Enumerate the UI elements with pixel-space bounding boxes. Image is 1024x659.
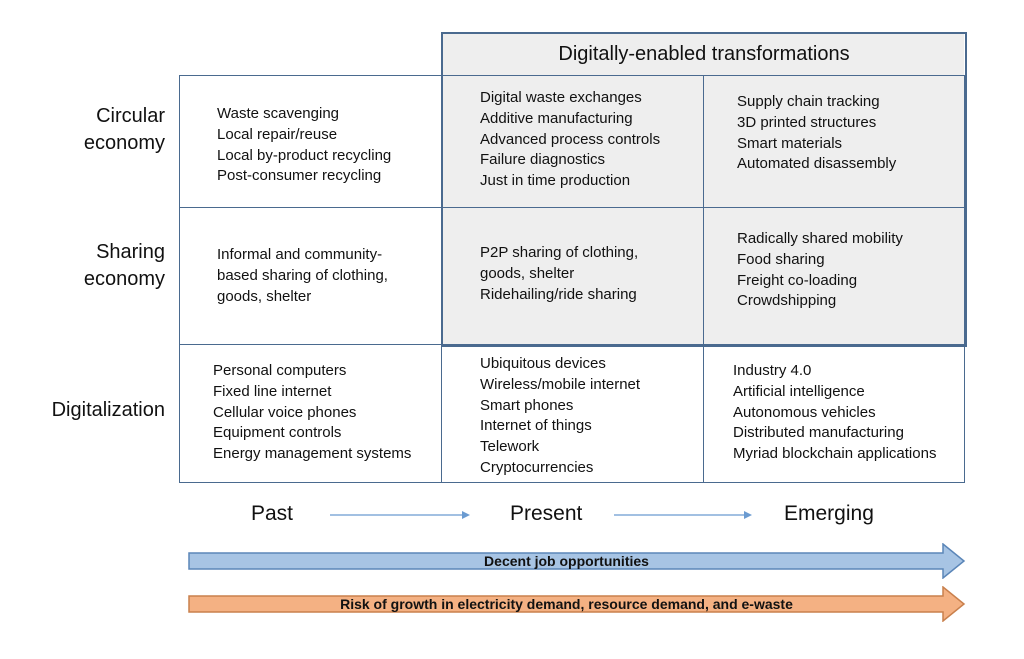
flow-arrow-icon [614,511,752,519]
grid-line [179,344,965,345]
grid-line [964,75,965,483]
list-item: Energy management systems [213,445,412,463]
timeline-past: Past [251,502,294,525]
grid-line [179,75,965,76]
list-item: Local by-product recycling [217,146,392,164]
list-item: Digital waste exchanges [480,89,642,106]
band-arrow-risk-growth [188,586,966,622]
list-item: Failure diagnostics [480,151,606,169]
cell-sharing-emerging: Radically shared mobility Food sharing F… [737,229,903,312]
cell-circular-emerging: Supply chain tracking 3D printed structu… [737,92,896,175]
cell-circular-present: Digital waste exchanges Additive manufac… [480,88,660,192]
band-arrow-decent-jobs [188,543,966,579]
list-item: Myriad blockchain applications [733,445,937,463]
list-item: Equipment controls [213,424,342,442]
digital-transformations-frame [441,32,967,347]
flow-arrow-icon [330,511,470,519]
list-item: Telework [480,438,540,456]
list-item: Supply chain tracking [737,93,880,110]
cell-digitalization-past: Personal computers Fixed line internet C… [213,361,411,465]
list-item: Advanced process controls [480,130,661,148]
list-item: Autonomous vehicles [733,403,876,421]
list-item: Informal and community- [217,246,383,263]
band-label-decent-jobs: Decent job opportunities [484,553,649,569]
row-label-line: Sharing [96,241,165,263]
timeline-present: Present [510,502,583,525]
row-label-line: economy [83,268,165,290]
cell-circular-past: Waste scavenging Local repair/reuse Loca… [217,104,391,187]
list-item: Crowdshipping [737,292,837,310]
grid-line [179,207,965,208]
row-label-digitalization: Digitalization [52,397,165,424]
list-item: Just in time production [480,172,631,190]
list-item: Local repair/reuse [217,125,338,143]
list-item: based sharing of clothing, [217,266,388,284]
header-title: Digitally-enabled transformations [558,42,850,65]
list-item: Cryptocurrencies [480,458,594,476]
list-item: P2P sharing of clothing, [480,244,639,261]
grid-line [179,75,180,483]
row-label-sharing-economy: Sharing economy [84,239,165,293]
list-item: Automated disassembly [737,155,897,173]
cell-digitalization-present: Ubiquitous devices Wireless/mobile inter… [480,354,640,479]
grid-line [179,482,965,483]
list-item: Smart phones [480,396,574,414]
list-item: Ubiquitous devices [480,355,606,372]
list-item: goods, shelter [217,287,312,305]
list-item: Waste scavenging [217,105,340,122]
timeline-emerging: Emerging [784,502,874,525]
list-item: Post-consumer recycling [217,167,382,185]
cell-sharing-past: Informal and community- based sharing of… [217,245,388,307]
band-label-risk-growth: Risk of growth in electricity demand, re… [340,596,793,612]
list-item: Fixed line internet [213,382,332,400]
list-item: Cellular voice phones [213,403,357,421]
list-item: Radically shared mobility [737,230,903,247]
list-item: Food sharing [737,250,825,268]
list-item: Additive manufacturing [480,109,633,127]
list-item: Industry 4.0 [733,362,812,379]
row-label-line: Circular [96,105,165,127]
cell-sharing-present: P2P sharing of clothing, goods, shelter … [480,243,638,305]
list-item: Distributed manufacturing [733,424,904,442]
list-item: Internet of things [480,417,592,435]
list-item: Ridehailing/ride sharing [480,285,637,303]
list-item: Freight co-loading [737,271,858,289]
list-item: Personal computers [213,362,347,379]
row-label-line: economy [83,132,165,154]
list-item: Wireless/mobile internet [480,375,641,393]
list-item: goods, shelter [480,264,575,282]
grid-line [703,75,704,483]
row-label-circular-economy: Circular economy [84,103,165,157]
row-label-line: Digitalization [51,399,165,421]
cell-digitalization-emerging: Industry 4.0 Artificial intelligence Aut… [733,361,936,465]
list-item: 3D printed structures [737,113,877,131]
list-item: Artificial intelligence [733,382,865,400]
list-item: Smart materials [737,134,843,152]
